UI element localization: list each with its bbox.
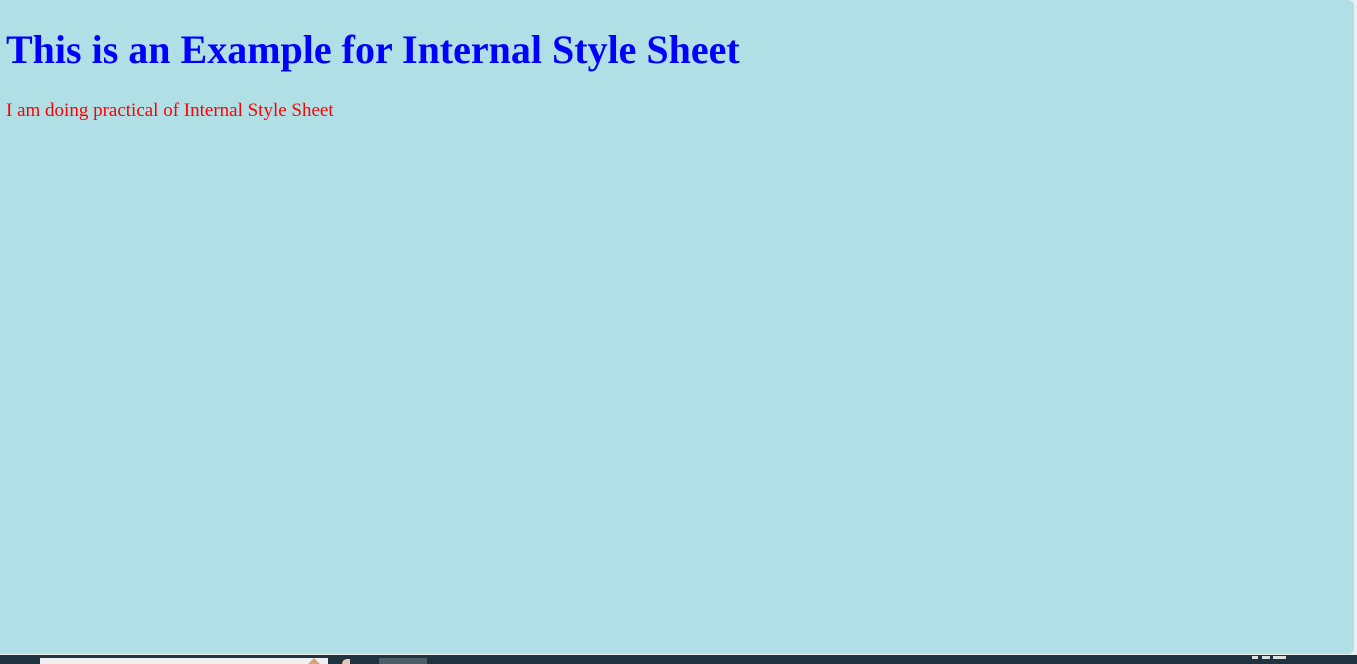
page-heading: This is an Example for Internal Style Sh… (6, 27, 740, 72)
clock-icon[interactable] (1252, 656, 1304, 659)
taskbar (0, 655, 1357, 664)
taskbar-button[interactable] (379, 658, 427, 664)
window-edge (1354, 0, 1357, 655)
thumbnail-detail-icon (342, 659, 350, 664)
thumbnail-figure-icon (308, 658, 320, 664)
taskbar-thumbnail[interactable] (40, 658, 350, 664)
page-paragraph: I am doing practical of Internal Style S… (6, 100, 334, 121)
